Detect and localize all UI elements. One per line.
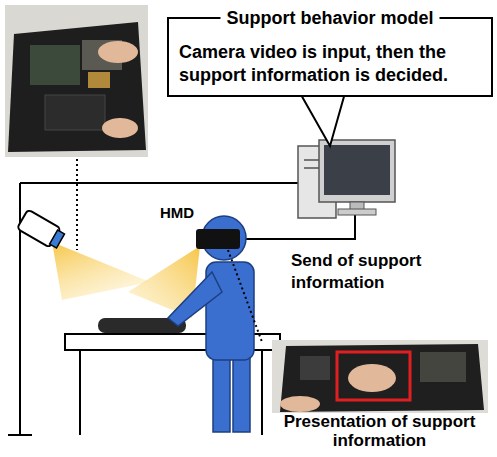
- camera-photo: [5, 5, 148, 157]
- photo-leader: [76, 159, 78, 250]
- camera-cable: [20, 182, 300, 184]
- annotation-label: Send of support information: [291, 250, 491, 294]
- computer-icon: [298, 140, 395, 218]
- camera-stand: [8, 183, 66, 435]
- annotation-label: Presentation of support information: [272, 413, 487, 450]
- callout-heading: Support behavior model: [220, 7, 439, 29]
- worker-figure: [168, 216, 254, 432]
- callout-box: Support behavior modelCamera video is in…: [167, 17, 493, 97]
- callout-tail: [300, 93, 345, 146]
- annotation-label: HMD: [160, 204, 204, 221]
- callout-text: Camera video is input, then the support …: [179, 41, 481, 87]
- hmd-photo: [272, 340, 488, 413]
- photo-leader: [228, 250, 262, 342]
